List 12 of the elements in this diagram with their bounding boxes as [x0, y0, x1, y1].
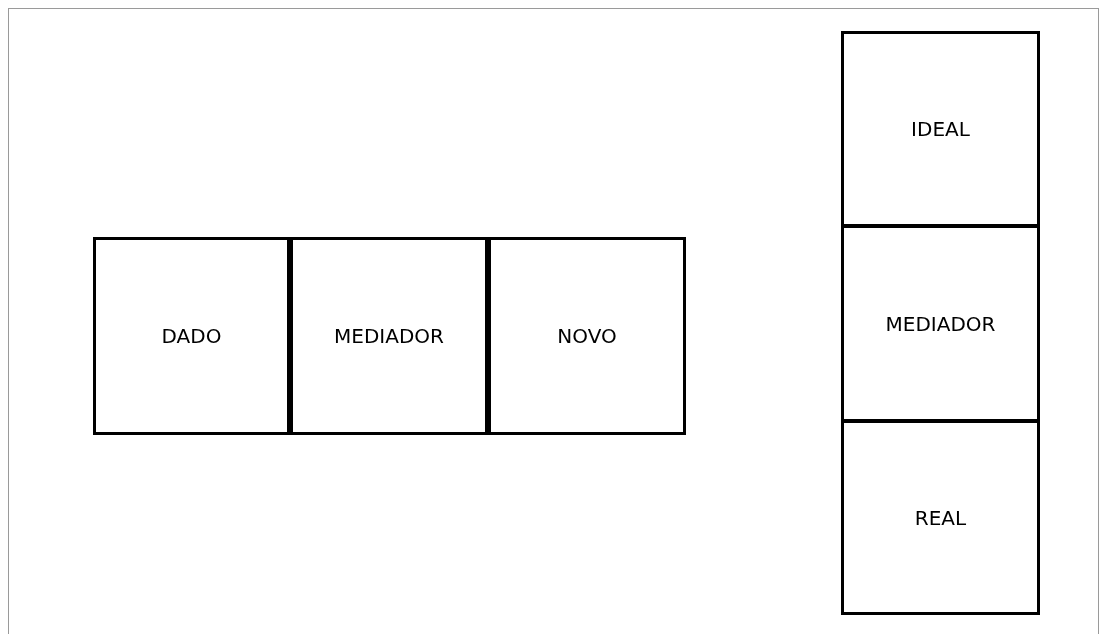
- box-label: REAL: [914, 504, 967, 532]
- box-label: MEDIADOR: [885, 310, 996, 338]
- box-label: DADO: [161, 323, 222, 350]
- text-box: [290, 237, 488, 435]
- text-box: [841, 31, 1040, 227]
- text-box: [841, 225, 1040, 422]
- box-label: MEDIADOR: [334, 323, 444, 350]
- text-box: [841, 420, 1040, 615]
- text-box: [488, 237, 686, 435]
- box-label: NOVO: [557, 323, 617, 350]
- text-box: [93, 237, 290, 435]
- box-label: IDEAL: [911, 116, 970, 143]
